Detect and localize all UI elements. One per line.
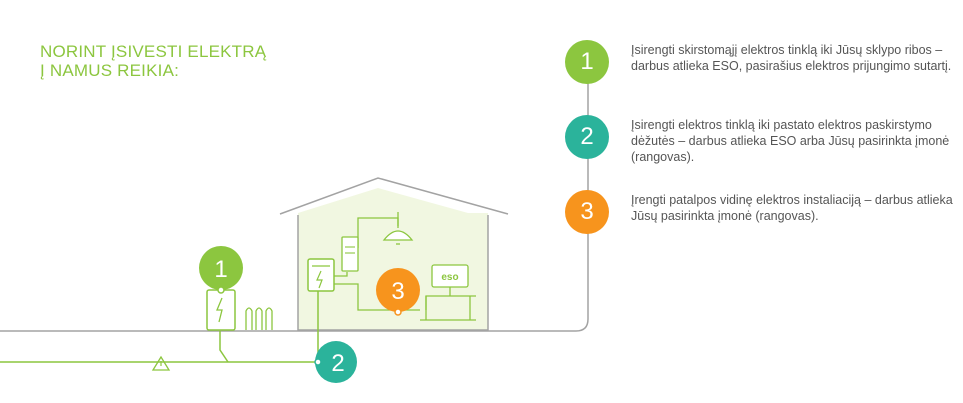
lamp-icon [382,230,414,241]
meter-box [307,258,335,292]
cable-to-cabinet [219,331,229,363]
step-1-badge: 1 [565,40,609,84]
step-3-text: Įrengti patalpos vidinę elektros instali… [631,193,953,223]
marker-3-number: 3 [391,278,404,305]
step-2-text: Įsirengti elektros tinklą iki pastato el… [631,118,950,164]
fence [245,307,273,330]
step-1-text: Įsirengti skirstomąjį elektros tinklą ik… [631,43,952,73]
step-3-badge: 3 [565,190,609,234]
page-title-line-1: NORINT ĮSIVESTI ELEKTRĄ [40,42,267,61]
meter-bolt-icon [316,270,323,289]
house-interior-fill [298,188,488,330]
marker-3-dot [394,308,402,316]
fuse-panel [341,236,359,272]
marker-2-badge [315,341,357,383]
page-title: NORINT ĮSIVESTI ELEKTRĄ Į NAMUS REIKIA: [40,42,266,80]
house-walls [297,215,489,331]
marker-1-dot [217,286,225,294]
marker-2-dot [314,358,322,366]
marker-3-badge [376,268,420,312]
ground-line [0,66,589,332]
step-2-badge: 2 [565,115,609,159]
marker-2-number: 2 [331,350,344,377]
warning-icon [151,355,171,371]
marker-1-number: 1 [214,256,227,283]
cabinet-bolt-icon [216,297,223,323]
tv-screen-label: eso [441,272,458,283]
marker-1-badge [199,246,243,290]
house-roof [279,177,509,215]
page-title-line-2: Į NAMUS REIKIA: [40,61,180,80]
